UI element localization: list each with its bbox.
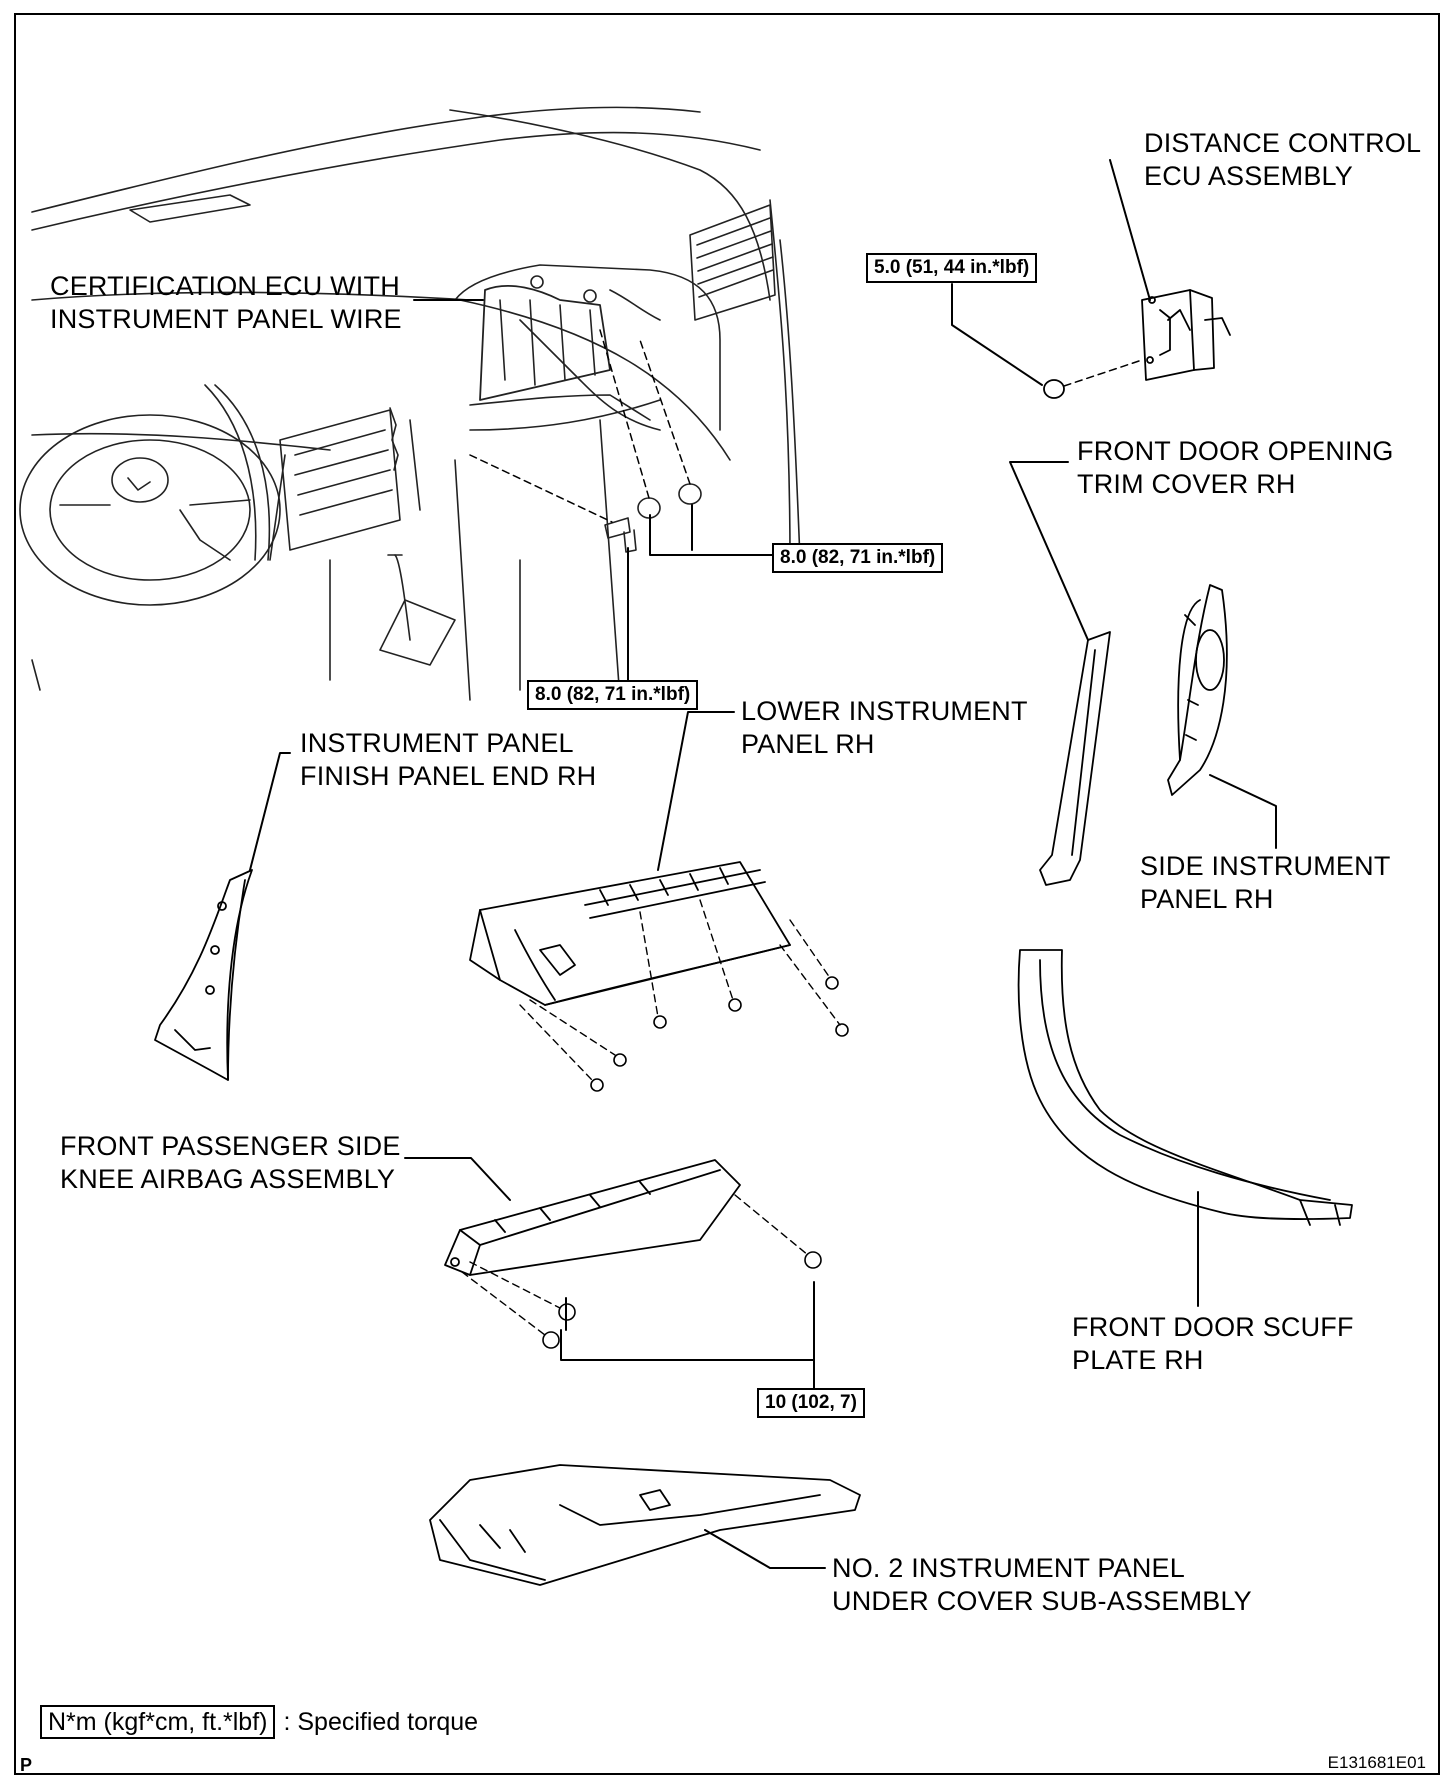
figure-code: E131681E01 xyxy=(1327,1753,1426,1772)
side-instrument-panel-drawing xyxy=(1167,584,1228,796)
label-under-cover: NO. 2 INSTRUMENT PANEL UNDER COVER SUB-A… xyxy=(832,1552,1252,1618)
label-line: KNEE AIRBAG ASSEMBLY xyxy=(60,1164,396,1194)
label-line: TRIM COVER RH xyxy=(1077,469,1296,499)
torque-box-airbag-bolts: 10 (102, 7) xyxy=(757,1388,865,1418)
diagram-frame xyxy=(14,13,1440,1775)
legend-description: : Specified torque xyxy=(283,1708,479,1736)
label-door-scuff-plate: FRONT DOOR SCUFF PLATE RH xyxy=(1072,1311,1354,1377)
label-line: FRONT DOOR SCUFF xyxy=(1072,1312,1354,1342)
label-line: FRONT DOOR OPENING xyxy=(1077,436,1394,466)
leader-lines xyxy=(249,159,1277,1569)
label-line: INSTRUMENT PANEL xyxy=(300,728,574,758)
label-line: PANEL RH xyxy=(741,729,875,759)
label-line: PANEL RH xyxy=(1140,884,1274,914)
label-front-door-opening-trim: FRONT DOOR OPENING TRIM COVER RH xyxy=(1077,435,1394,501)
corner-mark: P xyxy=(20,1755,33,1775)
label-line: LOWER INSTRUMENT xyxy=(741,696,1028,726)
label-line: DISTANCE CONTROL xyxy=(1144,128,1422,158)
label-line: FRONT PASSENGER SIDE xyxy=(60,1131,401,1161)
distance-control-ecu-drawing xyxy=(1043,289,1231,399)
torque-box-ecu-nut: 5.0 (51, 44 in.*lbf) xyxy=(866,253,1038,283)
label-knee-airbag: FRONT PASSENGER SIDE KNEE AIRBAG ASSEMBL… xyxy=(60,1130,401,1196)
label-line: UNDER COVER SUB-ASSEMBLY xyxy=(832,1586,1252,1616)
lower-panel-dashed-lines xyxy=(519,899,841,1081)
label-line: INSTRUMENT PANEL WIRE xyxy=(50,304,402,334)
label-finish-panel-end: INSTRUMENT PANEL FINISH PANEL END RH xyxy=(300,727,596,793)
label-side-instrument-panel: SIDE INSTRUMENT PANEL RH xyxy=(1140,850,1391,916)
label-distance-control-ecu: DISTANCE CONTROL ECU ASSEMBLY xyxy=(1144,127,1421,193)
label-line: SIDE INSTRUMENT xyxy=(1140,851,1391,881)
label-line: ECU ASSEMBLY xyxy=(1144,161,1353,191)
legend-unit-box: N*m (kgf*cm, ft.*lbf) xyxy=(40,1705,276,1739)
dashboard-drawing xyxy=(19,106,801,701)
lower-instrument-panel-drawing xyxy=(469,861,791,1006)
label-lower-instrument-panel: LOWER INSTRUMENT PANEL RH xyxy=(741,695,1028,761)
airbag-dashed-lines xyxy=(461,1194,809,1336)
torque-box-upper-nuts: 8.0 (82, 71 in.*lbf) xyxy=(772,543,944,573)
label-line: FINISH PANEL END RH xyxy=(300,761,597,791)
torque-box-lower-bolt: 8.0 (82, 71 in.*lbf) xyxy=(527,680,699,710)
lower-panel-screws xyxy=(590,976,849,1092)
torque-legend: N*m (kgf*cm, ft.*lbf): Specified torque xyxy=(40,1705,478,1739)
label-line: CERTIFICATION ECU WITH xyxy=(50,271,400,301)
dashboard-dashed-lines xyxy=(469,329,691,523)
label-line: PLATE RH xyxy=(1072,1345,1204,1375)
under-cover-drawing xyxy=(429,1464,861,1586)
label-certification-ecu: CERTIFICATION ECU WITH INSTRUMENT PANEL … xyxy=(50,270,402,336)
label-line: NO. 2 INSTRUMENT PANEL xyxy=(832,1553,1185,1583)
door-opening-trim-drawing xyxy=(1039,631,1111,886)
finish-panel-end-drawing xyxy=(154,869,253,1081)
door-scuff-plate-drawing xyxy=(1017,949,1353,1226)
airbag-bolts xyxy=(542,1251,822,1349)
knee-airbag-drawing xyxy=(444,1159,741,1276)
